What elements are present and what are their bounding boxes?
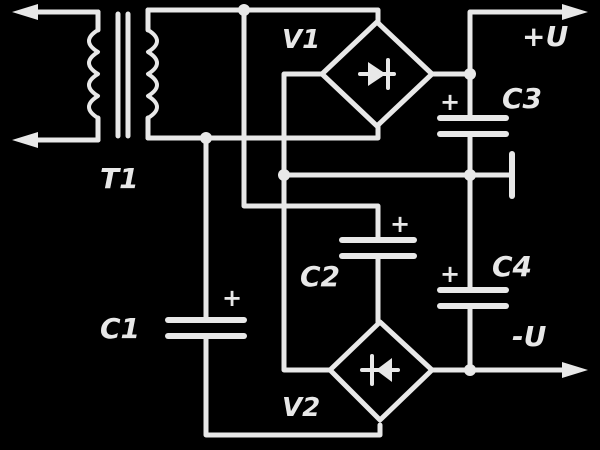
capacitor-c4 [437, 287, 509, 309]
arrow-head-icon [12, 4, 38, 20]
diode-symbol-icon [360, 354, 400, 386]
label-pos-output: +U [522, 20, 568, 53]
wire-sec-bottom-to-v1 [145, 122, 381, 141]
label-c2: C2 [300, 260, 340, 293]
capacitor-c1 [165, 292, 247, 348]
label-c1: C1 [100, 312, 140, 345]
label-v1: V1 [282, 25, 320, 55]
wiring [145, 4, 588, 438]
label-v2: V2 [282, 393, 320, 423]
bridge-v1 [319, 19, 435, 129]
junction-dot [464, 169, 476, 181]
arrow-head-icon [562, 4, 588, 20]
arrow-head-icon [562, 362, 588, 378]
wire-v1-left-to-v2-left [281, 71, 333, 373]
polarity-plus-c3: + [440, 88, 460, 116]
primary-coil [87, 28, 100, 120]
label-c4: C4 [492, 250, 532, 283]
wire-pos-rail [467, 9, 565, 77]
label-c3: C3 [502, 82, 542, 115]
wire-c1-bottom-to-v2 [203, 342, 383, 438]
junction-dot [464, 68, 476, 80]
junction-dot [464, 364, 476, 376]
polarity-plus-c1: + [222, 284, 242, 312]
polarity-plus-c2: + [390, 210, 410, 238]
bridge-v1-diamond [319, 19, 435, 129]
junction-dot [238, 4, 250, 16]
capacitor-c3 [437, 115, 509, 137]
junction-dot [200, 132, 212, 144]
secondary-coil [146, 28, 159, 120]
capacitor-c2 [339, 215, 417, 265]
junction-dot [278, 169, 290, 181]
wire-sec-top-to-v1 [145, 7, 381, 25]
diode-symbol-icon [358, 58, 396, 90]
bridge-v2-diamond [327, 319, 435, 423]
junction-dots [200, 4, 476, 376]
arrow-head-icon [12, 132, 38, 148]
transformer-t1 [12, 4, 159, 148]
wire-sec-top-to-c2 [241, 7, 381, 221]
polarity-plus-c4: + [440, 260, 460, 288]
label-t1: T1 [100, 162, 139, 195]
bridge-v2 [327, 319, 435, 423]
label-neg-output: -U [512, 320, 547, 353]
